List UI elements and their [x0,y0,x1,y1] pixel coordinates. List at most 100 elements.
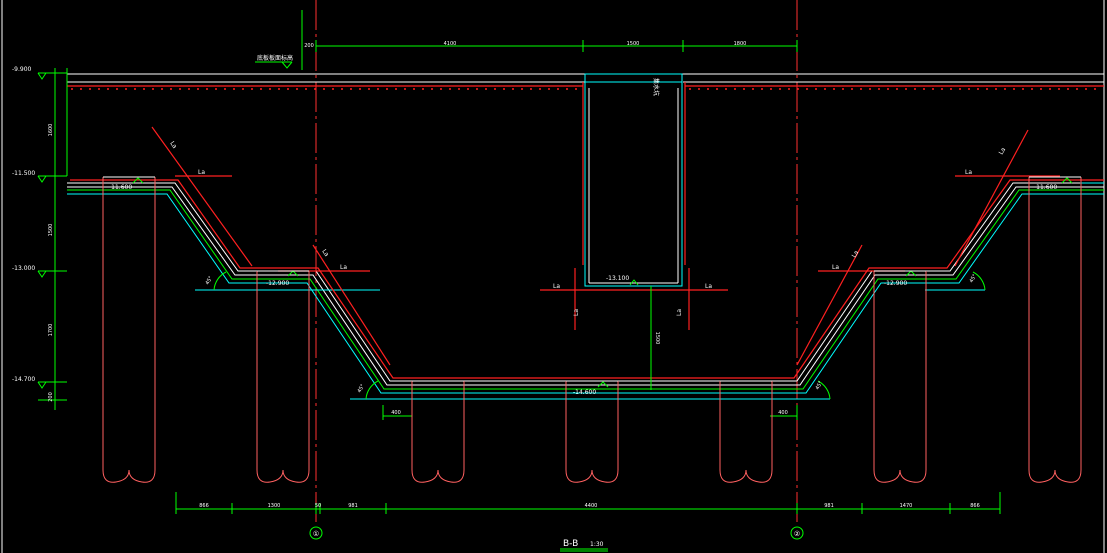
rebar-dot [341,88,343,90]
left-dim-1: 1500 [48,224,54,237]
rebar-dot [1022,88,1024,90]
rebar-dot [485,88,487,90]
rebar-dot [806,88,808,90]
elev-top: -9.900 [12,66,32,73]
rebar-dots [71,88,1096,90]
rebar-dot [314,88,316,90]
top-note-label: 底板板面标高 [257,54,293,62]
rebar-dot [422,88,424,90]
bottom-dim-4: 4400 [585,503,598,509]
rebar-dot [752,88,754,90]
top-dim-3: 1800 [734,41,747,47]
offset-dims [382,405,798,420]
rebar-dot [788,88,790,90]
level-right-outer: -11.600 [1034,184,1057,191]
rebar-dot [869,88,871,90]
pile-3 [411,381,465,483]
rebar-dot [1067,88,1069,90]
rebar-dot [1031,88,1033,90]
axis-bubble-2-label: ② [794,530,800,538]
rebar-dot [260,88,262,90]
la-label-7: La [573,309,580,316]
level-left-outer: -11.600 [109,184,132,191]
rebar-dot [179,88,181,90]
rebar-dot [896,88,898,90]
rebar-dot [566,88,568,90]
rebar-dot [431,88,433,90]
bottom-dim-6: 1470 [900,503,913,509]
rebar-dot [932,88,934,90]
top-slab [67,73,1104,87]
la-label-11: La [965,169,972,176]
rebar-dot [206,88,208,90]
angle-2: 45° [357,383,367,394]
rebar-dot [1076,88,1078,90]
rebar-dot [404,88,406,90]
rebar-dot [968,88,970,90]
rebar-dot [143,88,145,90]
rebar-dot [797,88,799,90]
rebar-dot [305,88,307,90]
rebar-dot [707,88,709,90]
level-center-pit: -13.100 [606,275,629,282]
rebar-dot [116,88,118,90]
rebar-dot [197,88,199,90]
bottom-dim-2: 50 [315,503,321,509]
rebar-dot [539,88,541,90]
axis-lines [315,0,798,525]
rebar-dot [887,88,889,90]
rebar-dot [941,88,943,90]
rebar-dot [458,88,460,90]
axis-bubble-1: ① [309,526,323,540]
top-dim-0: 200 [304,43,314,49]
rebar-dot [779,88,781,90]
elev-low: -14.700 [12,376,35,383]
rebar-dot [521,88,523,90]
rebar-dot [770,88,772,90]
rebar-dot [395,88,397,90]
la-label-2: La [168,140,178,150]
rebar-dot [860,88,862,90]
la-label-6: La [705,283,712,290]
bottom-dim-0: 866 [199,503,209,509]
rebar-dot [512,88,514,90]
offset-dim-right: 400 [778,410,788,416]
rebar-dot [530,88,532,90]
pile-6 [873,271,927,483]
section-title: B-B 1:30 [560,539,608,552]
rebar-dot [242,88,244,90]
angle-4: 45° [969,273,979,284]
rebar-dot [170,88,172,90]
rebar-dot [914,88,916,90]
rebar-dot [557,88,559,90]
rebar-dot [125,88,127,90]
rebar-dot [215,88,217,90]
top-note-marker [255,61,293,69]
rebar-dot [1013,88,1015,90]
offset-dim-left: 400 [391,410,401,416]
rebar-dot [824,88,826,90]
rebar-dot [986,88,988,90]
top-dim-1: 4100 [444,41,457,47]
pile-1 [102,177,156,483]
rebar-dot [923,88,925,90]
rebar-dot [413,88,415,90]
axis-bubble-2: ② [790,526,804,540]
sump-pit [582,73,686,287]
rebar-dot [476,88,478,90]
rebar-dot [698,88,700,90]
pile-4 [565,381,619,483]
section-title-text: B-B [563,539,578,549]
level-bottom: -14.600 [573,389,596,396]
rebar-dot [269,88,271,90]
rebar-dot [287,88,289,90]
rebar-dot [851,88,853,90]
rebar-dot [152,88,154,90]
rebar-dot [233,88,235,90]
angle-1: 45° [205,275,215,286]
rebar-dot [368,88,370,90]
rebar-dot [296,88,298,90]
pile-7 [1028,177,1082,483]
la-label-3: La [340,264,347,271]
rebar-dot [950,88,952,90]
